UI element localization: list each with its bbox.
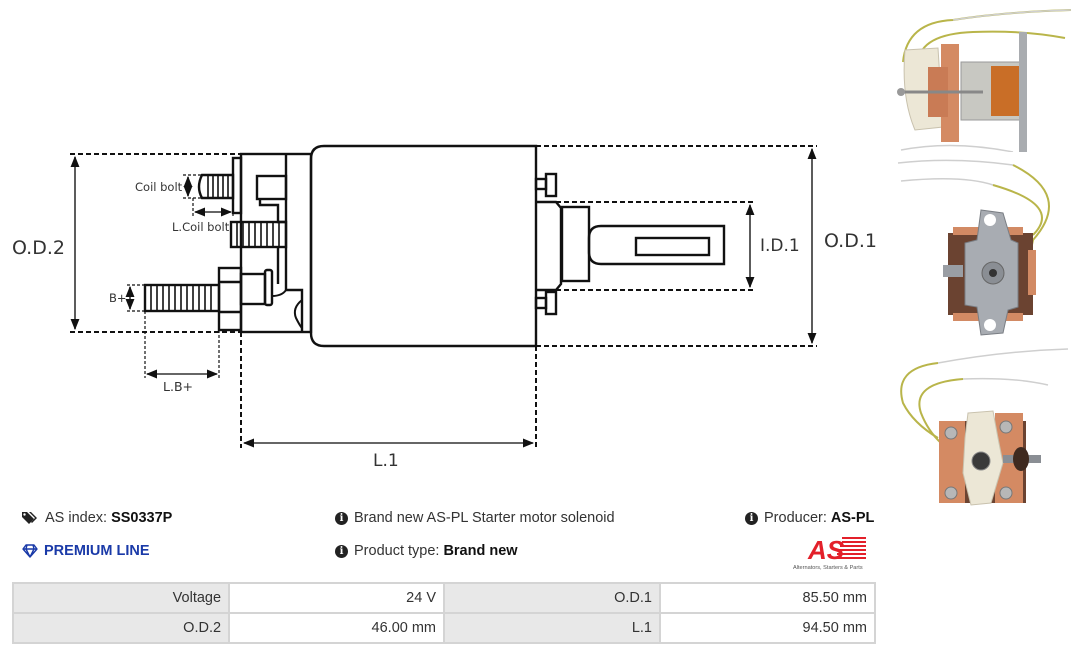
spec-key: O.D.2	[11, 612, 231, 644]
product-type-value: Brand new	[443, 543, 518, 559]
spec-value: 85.50 mm	[659, 582, 876, 614]
table-row: O.D.2 46.00 mm L.1 94.50 mm	[11, 612, 876, 644]
product-type-label: Product type:	[354, 543, 440, 559]
spec-key: O.D.1	[443, 582, 661, 614]
od2-label: O.D.2	[12, 237, 65, 259]
as-index-label: AS index:	[45, 510, 108, 526]
info-circle-icon: i	[745, 511, 758, 525]
diamond-icon	[22, 544, 38, 558]
description-text: Brand new AS-PL Starter motor solenoid	[354, 510, 615, 526]
coil-bolt	[197, 173, 235, 200]
info-circle-icon: i	[335, 511, 348, 525]
solenoid-body	[309, 144, 538, 348]
solenoid-technical-drawing: O.D.2 O.D.1 I.D.1 L.1 Coil bolt L.Coil b…	[12, 144, 877, 471]
od1-label: O.D.1	[824, 230, 877, 252]
end-cap	[239, 152, 313, 334]
l-coil-bolt-label: L.Coil bolt	[172, 220, 230, 234]
info-circle-icon: i	[335, 544, 348, 558]
b-plus-nut	[217, 266, 243, 332]
spec-value: 94.50 mm	[659, 612, 876, 644]
as-index-line: AS index: SS0337P	[22, 510, 172, 526]
logo-mark: AS	[807, 535, 845, 565]
product-photo-side-view[interactable]	[893, 2, 1075, 152]
middle-bolt	[229, 220, 288, 249]
l-b-plus-label: L.B+	[163, 379, 193, 394]
as-index-value[interactable]: SS0337P	[111, 510, 173, 526]
product-photo-mounting-plate[interactable]	[893, 155, 1075, 340]
l1-label: L.1	[373, 451, 399, 471]
plunger	[587, 224, 726, 266]
b-plus-label: B+	[109, 291, 127, 305]
logo-stripes-icon	[836, 537, 866, 559]
product-type-line: i Product type: Brand new	[335, 543, 518, 559]
spec-value: 46.00 mm	[228, 612, 446, 644]
producer-label: Producer:	[764, 510, 827, 526]
description-line: i Brand new AS-PL Starter motor solenoid	[335, 510, 615, 526]
product-photo-contact-terminals[interactable]	[893, 343, 1075, 508]
premium-line-badge[interactable]: PREMIUM LINE	[22, 543, 150, 559]
producer-line: i Producer: AS-PL	[745, 510, 874, 526]
logo-tagline: Alternators, Starters & Parts	[793, 565, 863, 571]
specifications-table: Voltage 24 V O.D.1 85.50 mm O.D.2 46.00 …	[11, 582, 876, 644]
table-row: Voltage 24 V O.D.1 85.50 mm	[11, 582, 876, 614]
premium-line-label: PREMIUM LINE	[44, 543, 150, 559]
b-plus-stud	[143, 283, 221, 313]
producer-value: AS-PL	[830, 510, 875, 526]
spec-key: L.1	[443, 612, 661, 644]
plunger-flange	[536, 200, 563, 292]
spec-key: Voltage	[11, 582, 231, 614]
coil-bolt-label: Coil bolt	[135, 180, 183, 194]
as-pl-logo[interactable]: AS Alternators, Starters & Parts	[790, 534, 880, 572]
tags-icon	[22, 512, 37, 524]
id1-label: I.D.1	[760, 236, 800, 256]
spec-value: 24 V	[228, 582, 446, 614]
